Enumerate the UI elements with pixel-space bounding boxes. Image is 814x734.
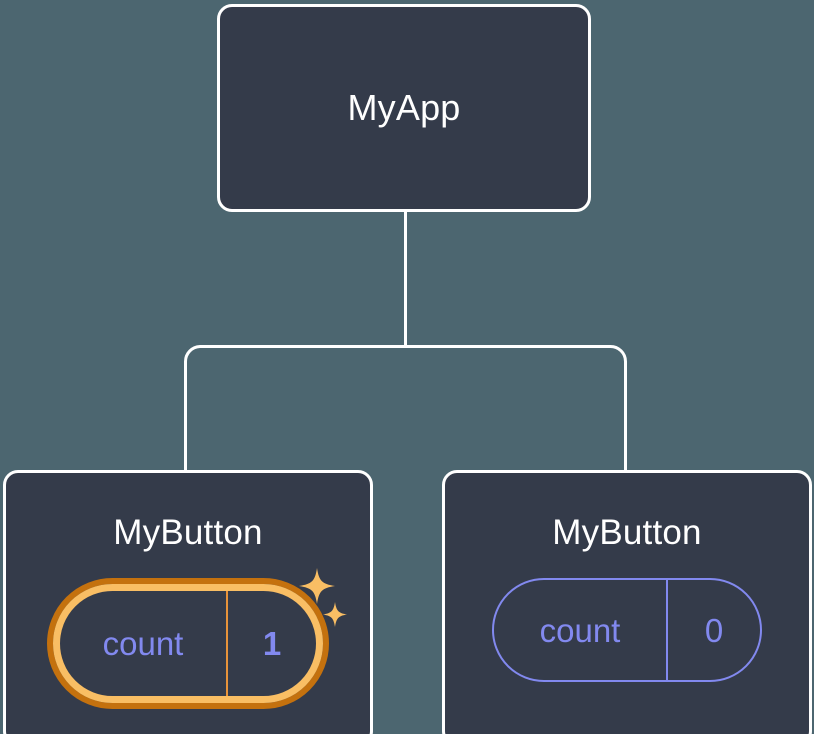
edge-to-right-child — [405, 345, 627, 470]
node-myapp-title: MyApp — [347, 87, 461, 128]
sparkle-icon-small — [323, 602, 347, 627]
node-mybutton-left-title: MyButton — [113, 513, 263, 552]
edge-to-left-child — [184, 345, 406, 470]
state-pill-right[interactable]: count 0 — [492, 578, 762, 682]
state-value-right: 0 — [666, 580, 760, 680]
state-pill-left[interactable]: count 1 — [53, 584, 323, 703]
state-pill-left-glow: count 1 — [47, 578, 329, 709]
node-myapp[interactable]: MyApp — [217, 4, 591, 212]
state-key-left: count — [102, 625, 184, 662]
state-pill-left-wrap: count 1 — [47, 568, 347, 709]
state-pill-right-wrap: count 0 — [492, 578, 762, 682]
node-mybutton-left[interactable]: MyButton count 1 — [3, 470, 373, 734]
node-mybutton-right[interactable]: MyButton count 0 — [442, 470, 812, 734]
state-value-left: 1 — [226, 591, 316, 696]
node-mybutton-right-title: MyButton — [552, 513, 702, 552]
state-key-right: count — [539, 611, 621, 649]
